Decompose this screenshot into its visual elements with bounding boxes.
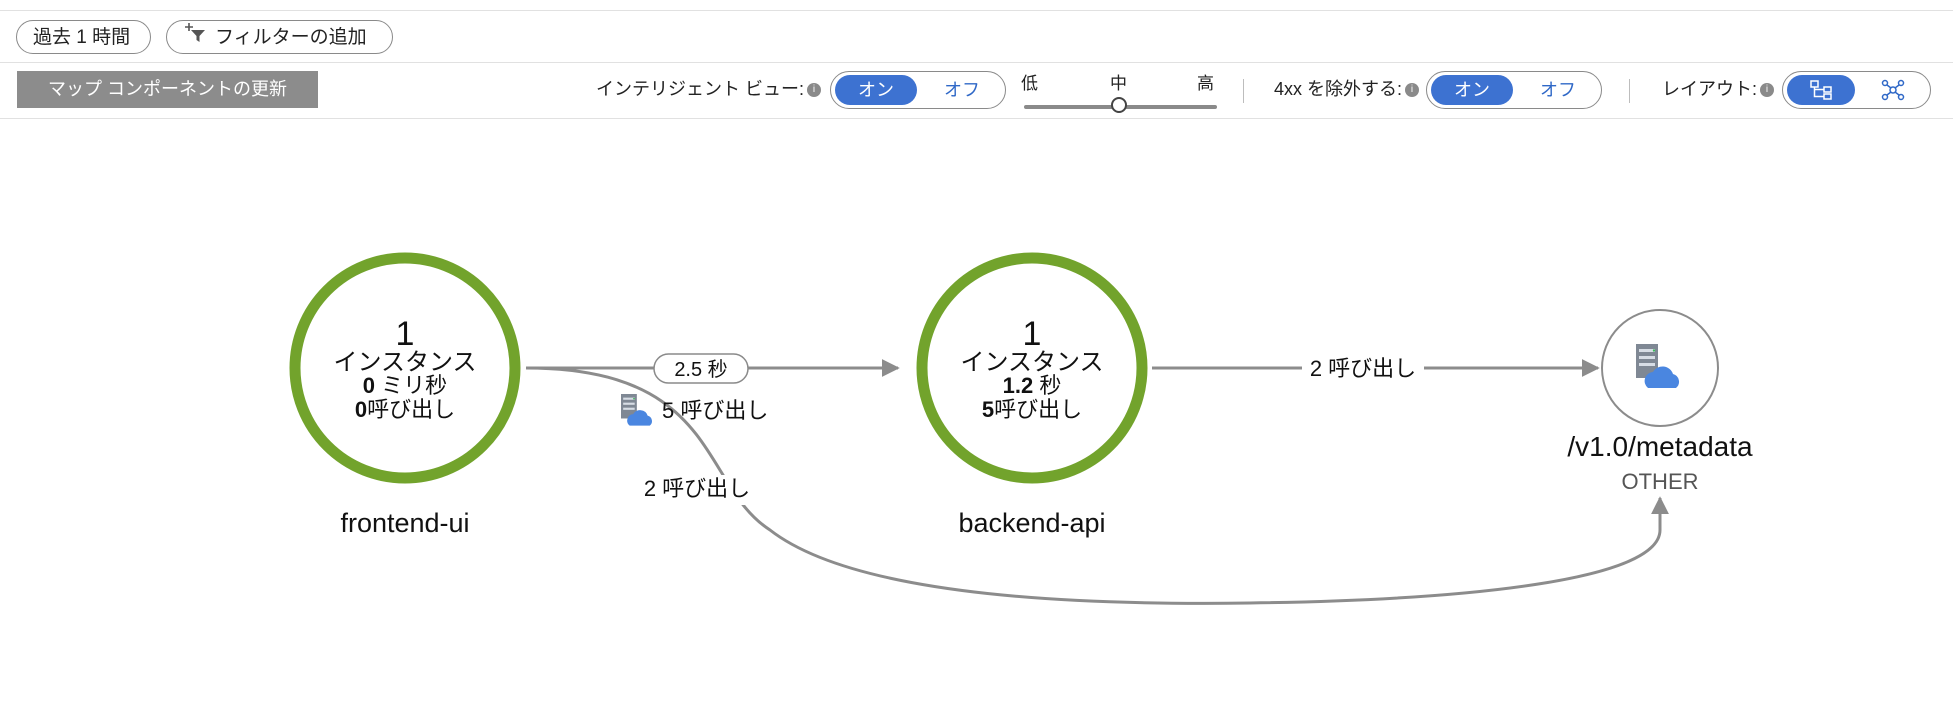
dependency-type: OTHER [1622, 469, 1699, 494]
filter-bar: 過去 1 時間 フィルターの追加 [0, 12, 1953, 63]
server-cloud-icon [621, 394, 652, 426]
time-range-label: 過去 1 時間 [33, 27, 131, 48]
sensitivity-high-label: 高 [1197, 74, 1214, 93]
refresh-map-components-button[interactable]: マップ コンポーネントの更新 [17, 71, 318, 108]
edge-label-bg [636, 475, 758, 505]
exclude-4xx-on-option[interactable]: オン [1431, 75, 1513, 105]
node-name: backend-api [958, 508, 1105, 538]
node-metadata-dependency[interactable]: /v1.0/metadata OTHER [1567, 309, 1753, 494]
layout-text: レイアウト: [1662, 79, 1758, 99]
edge-calls-label: 5 呼び出し [662, 398, 768, 423]
top-border [0, 10, 1953, 11]
duration-line: 1.2 秒 [1003, 373, 1062, 398]
edge-frontend-to-metadata[interactable] [525, 366, 1669, 605]
info-icon[interactable]: i [1760, 83, 1775, 98]
duration-value: 0 [363, 373, 375, 398]
layout-toggle [1782, 71, 1931, 109]
calls-line: 0呼び出し [355, 397, 455, 422]
refresh-map-label: マップ コンポーネントの更新 [48, 79, 287, 99]
add-filter-icon [183, 21, 207, 55]
node-frontend-ui[interactable]: 1 インスタンス 0 ミリ秒 0呼び出し frontend-ui [289, 252, 521, 538]
calls-line: 5呼び出し [982, 397, 1082, 422]
dependency-name: /v1.0/metadata [1567, 431, 1753, 462]
calls-unit: 呼び出し [367, 397, 455, 422]
health-ring [289, 252, 521, 484]
calls-value: 5 [982, 397, 994, 422]
time-range-button[interactable]: 過去 1 時間 [16, 20, 151, 54]
intelligent-view-text: インテリジェント ビュー: [596, 79, 805, 99]
exclude-4xx-off-option[interactable]: オフ [1540, 80, 1576, 100]
divider [1629, 79, 1630, 103]
sensitivity-mid-label: 中 [1110, 74, 1127, 93]
edge-duration-label: 2.5 秒 [674, 358, 727, 381]
instances-label: インスタンス [960, 349, 1103, 376]
instances-label: インスタンス [333, 349, 476, 376]
sensitivity-low-label: 低 [1021, 74, 1038, 93]
intelligent-view-toggle: オン オフ [830, 71, 1006, 109]
info-icon[interactable]: i [1405, 83, 1420, 98]
duration-badge[interactable] [653, 353, 749, 384]
edge-label-bg [1302, 354, 1424, 382]
duration-line: 0 ミリ秒 [363, 373, 447, 398]
health-ring [916, 252, 1148, 484]
exclude-4xx-label: 4xx を除外する:i [1274, 77, 1420, 101]
calls-unit: 呼び出し [994, 397, 1082, 422]
node-backend-api[interactable]: 1 インスタンス 1.2 秒 5呼び出し backend-api [916, 252, 1148, 538]
edge-calls-label: 2 呼び出し [1310, 356, 1416, 381]
duration-unit: ミリ秒 [381, 373, 447, 398]
duration-unit: 秒 [1039, 373, 1061, 398]
intelligent-view-on-option[interactable]: オン [835, 75, 917, 105]
map-controls-bar: マップ コンポーネントの更新 インテリジェント ビュー:i オン オフ 低 中 … [0, 63, 1953, 119]
duration-value: 1.2 [1003, 373, 1034, 398]
instance-count: 1 [1023, 315, 1042, 353]
hierarchical-layout-icon [1810, 80, 1832, 100]
node-name: frontend-ui [340, 508, 469, 538]
edge-calls-label: 2 呼び出し [644, 476, 750, 501]
intelligent-view-off-option[interactable]: オフ [944, 80, 980, 100]
network-layout-option[interactable] [1859, 75, 1927, 105]
instance-count: 1 [396, 315, 415, 353]
divider [1243, 79, 1244, 103]
sensitivity-slider-thumb[interactable] [1111, 97, 1127, 113]
hierarchical-layout-option[interactable] [1787, 75, 1855, 105]
intelligent-view-label: インテリジェント ビュー:i [596, 77, 822, 101]
calls-value: 0 [355, 397, 367, 422]
add-filter-label: フィルターの追加 [215, 27, 367, 49]
exclude-4xx-toggle: オン オフ [1426, 71, 1602, 109]
network-layout-icon [1881, 79, 1905, 101]
add-filter-button[interactable]: フィルターの追加 [166, 20, 393, 54]
info-icon[interactable]: i [807, 83, 822, 98]
layout-label: レイアウト:i [1662, 77, 1775, 101]
exclude-4xx-text: 4xx を除外する: [1274, 79, 1403, 99]
